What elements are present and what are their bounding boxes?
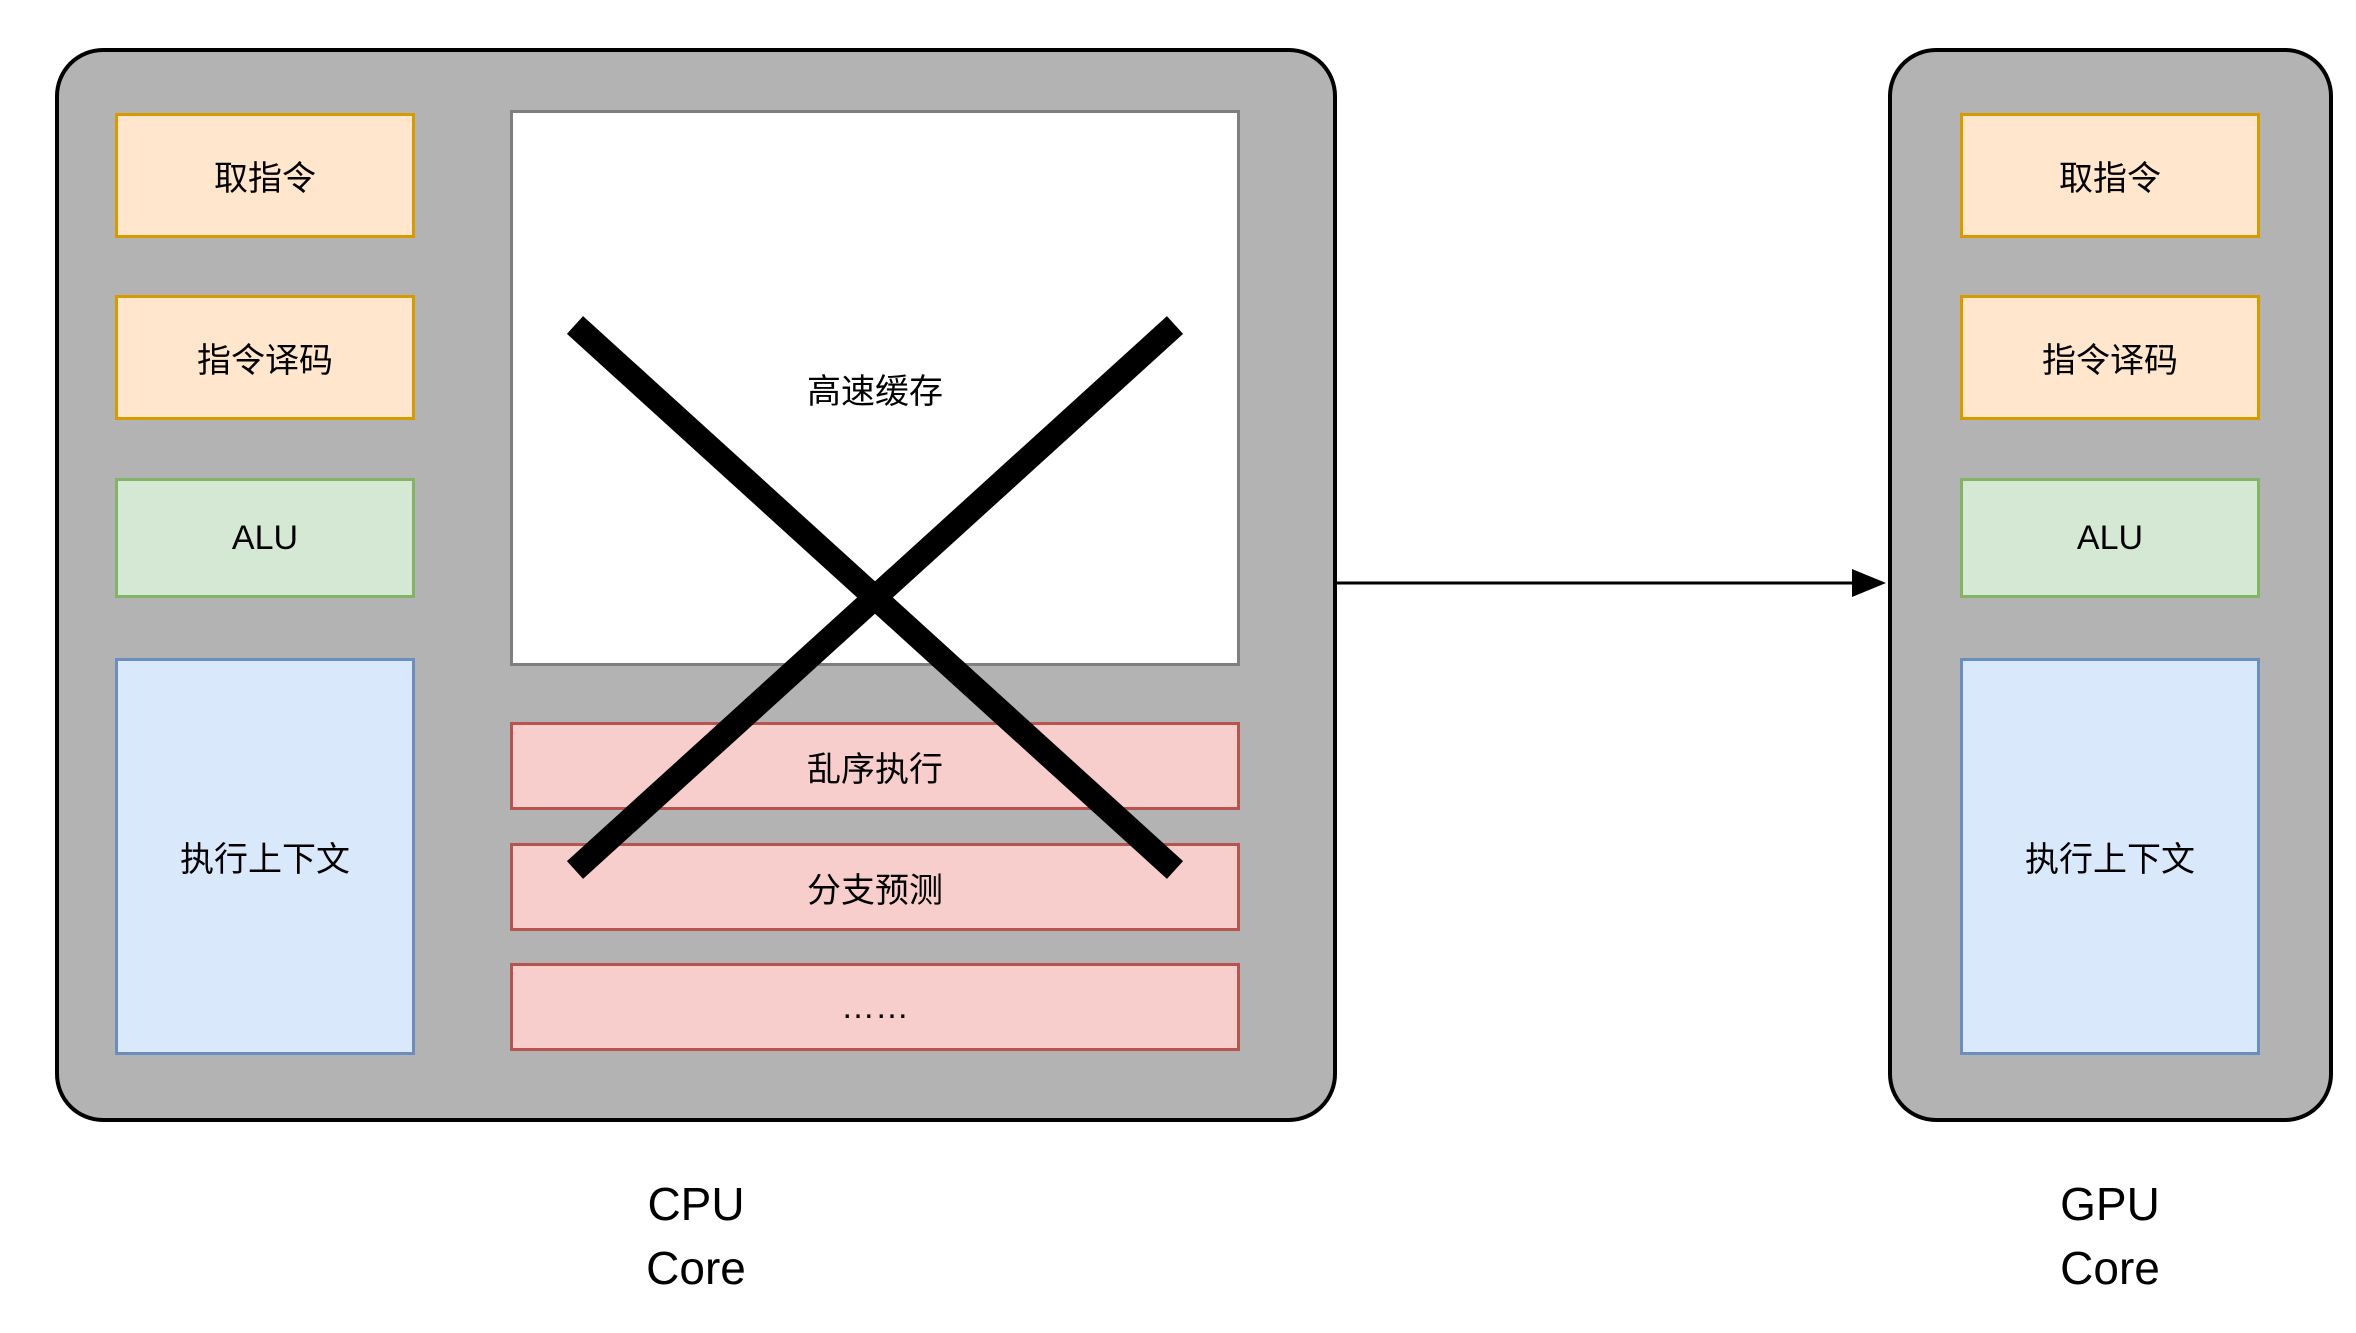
cpu-core-container: 取指令 指令译码 ALU 执行上下文 高速缓存 乱序执行 分支预测 ……	[55, 48, 1337, 1122]
cpu-alu-label: ALU	[231, 518, 299, 557]
cpu-caption-line2: Core	[646, 1242, 746, 1295]
cpu-ellipsis-label: ……	[841, 987, 909, 1026]
gpu-core-caption: GPU Core	[1910, 1172, 2310, 1301]
gpu-decode-box: 指令译码	[1960, 295, 2260, 420]
cpu-execution-context-label: 执行上下文	[180, 841, 350, 879]
cpu-fetch-label: 取指令	[214, 160, 316, 198]
cpu-caption-line1: CPU	[647, 1178, 745, 1230]
cpu-to-gpu-arrow	[1337, 569, 1886, 597]
gpu-caption-line1: GPU	[2060, 1178, 2160, 1230]
gpu-decode-label: 指令译码	[2042, 342, 2178, 380]
cpu-cache-label: 高速缓存	[807, 372, 943, 411]
gpu-fetch-label: 取指令	[2059, 160, 2161, 198]
cpu-decode-label: 指令译码	[197, 342, 333, 380]
gpu-execution-context-label: 执行上下文	[2025, 841, 2195, 879]
cpu-branch-prediction-box: 分支预测	[510, 843, 1240, 931]
cpu-alu-box: ALU	[115, 478, 415, 598]
gpu-fetch-box: 取指令	[1960, 113, 2260, 238]
cpu-core-caption: CPU Core	[496, 1172, 896, 1301]
cpu-fetch-box: 取指令	[115, 113, 415, 238]
cpu-execution-context-box: 执行上下文	[115, 658, 415, 1055]
cpu-out-of-order-label: 乱序执行	[807, 750, 943, 789]
gpu-alu-box: ALU	[1960, 478, 2260, 598]
cpu-ellipsis-box: ……	[510, 963, 1240, 1051]
gpu-execution-context-box: 执行上下文	[1960, 658, 2260, 1055]
gpu-alu-label: ALU	[2076, 518, 2144, 557]
cpu-out-of-order-box: 乱序执行	[510, 722, 1240, 810]
cpu-decode-box: 指令译码	[115, 295, 415, 420]
cpu-cache-box: 高速缓存	[510, 110, 1240, 666]
cpu-branch-prediction-label: 分支预测	[807, 871, 943, 910]
gpu-caption-line2: Core	[2060, 1242, 2160, 1295]
gpu-core-container: 取指令 指令译码 ALU 执行上下文	[1888, 48, 2333, 1122]
